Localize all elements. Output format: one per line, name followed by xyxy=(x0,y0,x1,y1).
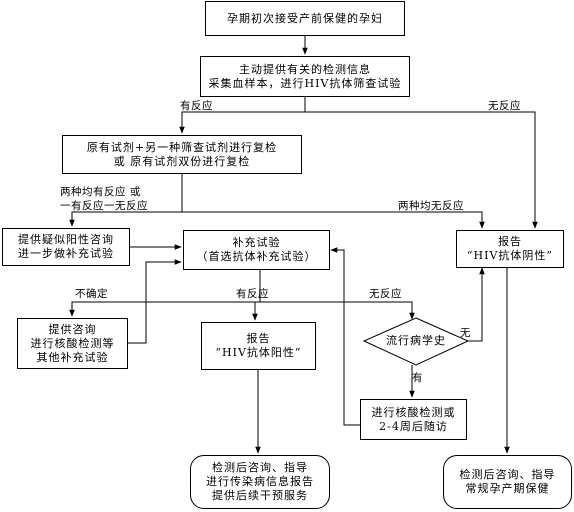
edge-label-nonreactive: 无反应 xyxy=(488,100,521,112)
node-post-positive-text-2: 进行传染病信息报告 xyxy=(206,475,314,488)
edge-label-supplement-nonreactive: 无反应 xyxy=(369,288,402,300)
node-nucleic-followup-text-2: 2-4周后随访 xyxy=(379,419,448,433)
node-screening: 主动提供有关的检测信息 采集血样本，进行HIV抗体筛查试验 xyxy=(200,56,410,97)
node-screening-text-2: 采集血样本，进行HIV抗体筛查试验 xyxy=(208,76,402,90)
edge-supplement-nonreactive xyxy=(260,301,415,320)
node-nucleic-followup: 进行核酸检测或 2-4周后随访 xyxy=(360,399,467,440)
node-start-text: 孕期初次接受产前保健的孕妇 xyxy=(227,11,383,25)
node-report-positive-text-1: 报告 xyxy=(246,332,271,345)
node-nucleic-other-text-1: 提供咨询 xyxy=(48,322,97,336)
node-post-positive-text-1: 检测后咨询、指导 xyxy=(212,461,308,474)
edge-label-supplement-reactive: 有反应 xyxy=(236,288,269,300)
edge-label-both-or-one-reactive-2: 一有反应一无反应 xyxy=(60,200,148,212)
edge-label-reactive: 有反应 xyxy=(180,100,213,112)
node-start: 孕期初次接受产前保健的孕妇 xyxy=(205,1,405,36)
node-report-positive: 报告 “HIV抗体阳性” xyxy=(201,322,316,370)
node-post-negative: 检测后咨询、指导 常规孕产期保健 xyxy=(443,455,572,509)
node-supplement: 补充试验 （首选抗体补充试验） xyxy=(183,230,330,270)
node-screening-text-1: 主动提供有关的检测信息 xyxy=(239,62,371,76)
edge-followup-to-supplement xyxy=(330,247,360,426)
node-nucleic-followup-text-1: 进行核酸检测或 xyxy=(371,405,456,419)
node-report-negative-text-1: 报告 xyxy=(498,235,522,248)
node-nucleic-other-text-3: 其他补充试验 xyxy=(36,350,109,364)
edge-label-epi-no: 无 xyxy=(460,327,471,339)
node-suspect-counsel: 提供疑似阳性咨询 进一步做补充试验 xyxy=(2,228,130,266)
node-post-negative-text-1: 检测后咨询、指导 xyxy=(459,468,556,481)
node-post-positive-text-3: 提供后续干预服务 xyxy=(212,489,308,502)
edge-screening-nonreactive xyxy=(305,111,538,229)
node-epi-history-text: 流行病学史 xyxy=(386,334,446,347)
edge-label-both-nonreactive: 两种均无反应 xyxy=(398,200,464,212)
node-post-negative-text-2: 常规孕产期保健 xyxy=(465,482,550,495)
edge-recheck-nonreactive xyxy=(182,211,485,229)
node-supplement-text-2: （首选抗体补充试验） xyxy=(196,250,317,263)
edge-label-both-or-one-reactive-1: 两种均有反应 或 xyxy=(60,186,141,198)
node-supplement-text-1: 补充试验 xyxy=(232,236,281,249)
edge-recheck-reactive xyxy=(69,174,183,227)
node-nucleic-other: 提供咨询 进行核酸检测等 其他补充试验 xyxy=(17,318,128,369)
node-nucleic-other-text-2: 进行核酸检测等 xyxy=(30,336,115,350)
node-suspect-counsel-text-2: 进一步做补充试验 xyxy=(18,247,114,260)
node-report-negative-text-2: “HIV抗体阴性” xyxy=(466,249,554,262)
node-recheck-text-1: 原有试剂+另一种筛查试剂进行复检 xyxy=(86,140,278,154)
edge-other-to-supplement xyxy=(128,259,182,344)
node-report-negative: 报告 “HIV抗体阴性” xyxy=(456,230,564,268)
node-suspect-counsel-text-1: 提供疑似阳性咨询 xyxy=(18,233,114,246)
edge-epi-no xyxy=(468,267,485,342)
edge-screening-reactive xyxy=(179,97,306,134)
node-post-positive: 检测后咨询、指导 进行传染病信息报告 提供后续干预服务 xyxy=(190,455,330,509)
decision-epi-history-shape xyxy=(362,317,470,366)
node-recheck-text-2: 或 原有试剂双份进行复检 xyxy=(113,154,251,168)
node-recheck: 原有试剂+另一种筛查试剂进行复检 或 原有试剂双份进行复检 xyxy=(62,135,302,174)
edge-label-uncertain: 不确定 xyxy=(75,288,108,300)
node-report-positive-text-2: “HIV抗体阳性” xyxy=(215,346,302,359)
edge-label-epi-yes: 有 xyxy=(412,372,423,384)
edge-supplement-uncertain xyxy=(69,270,261,317)
